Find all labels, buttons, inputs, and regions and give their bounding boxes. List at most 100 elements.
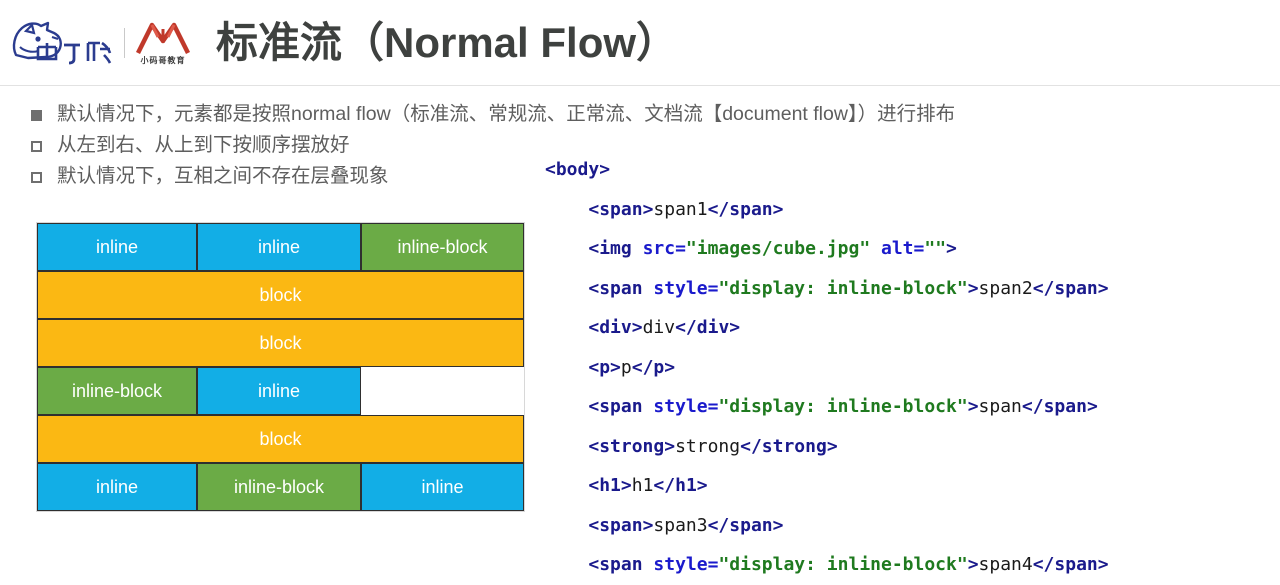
code-token-tag: span: [599, 396, 643, 417]
diagram-cell-inline-block: inline-block: [361, 223, 524, 271]
code-token-punct: >: [642, 514, 654, 536]
code-token-tag: h1: [675, 475, 697, 496]
bullet-list: 默认情况下，元素都是按照normal flow（标准流、常规流、正常流、文档流【…: [31, 99, 1261, 192]
code-token-punct: >: [599, 159, 611, 180]
code-token-punct: <: [588, 396, 600, 417]
code-token-txt: [643, 396, 654, 417]
code-token-tag: h1: [599, 475, 621, 496]
bullet-marker-glyph: [31, 110, 42, 121]
code-line: <span style="display: inline-block">span…: [545, 545, 1280, 585]
code-token-punct: <: [588, 475, 600, 496]
code-indent: [545, 554, 588, 575]
code-token-val: "display: inline-block": [718, 277, 968, 299]
code-line: <body>: [545, 150, 1280, 190]
code-token-punct: >: [642, 198, 654, 220]
bullet-marker-glyph: [31, 141, 42, 152]
code-token-tag: span: [599, 277, 643, 299]
diagram-cell-inline: inline: [37, 463, 197, 511]
code-token-txt: div: [642, 317, 676, 338]
code-token-punct: >: [946, 238, 957, 259]
code-line: <span style="display: inline-block">span…: [545, 269, 1280, 309]
code-token-punct: <: [588, 198, 600, 220]
code-token-txt: span2: [978, 277, 1033, 299]
code-token-txt: [643, 278, 654, 299]
code-token-punct: >: [631, 317, 643, 338]
code-token-txt: [870, 238, 881, 259]
brand-logo: 小码哥教育: [132, 19, 194, 66]
code-token-punct: <: [588, 238, 600, 259]
code-token-txt: strong: [675, 435, 741, 457]
code-line: <p>p</p>: [545, 348, 1280, 388]
code-token-punct: >: [696, 475, 708, 496]
code-token-attr: style=: [653, 277, 719, 299]
diagram-cell-block: block: [37, 271, 524, 319]
diagram-cell-inline-block: inline-block: [37, 367, 197, 415]
code-token-punct: <: [588, 514, 600, 536]
code-token-val: "": [924, 238, 947, 259]
code-token-punct: <: [545, 159, 556, 180]
diagram-cell-block: block: [37, 319, 524, 367]
hollow-square-bullet-icon: [31, 130, 57, 162]
code-token-punct: >: [967, 554, 979, 575]
code-token-punct: </: [653, 475, 676, 496]
logo-divider: [124, 27, 125, 58]
bullet-item: 默认情况下，互相之间不存在层叠现象: [31, 161, 1261, 192]
code-token-txt: [632, 238, 643, 259]
code-token-txt: span: [978, 396, 1022, 417]
code-token-punct: </: [1032, 554, 1055, 575]
code-token-tag: span: [599, 554, 643, 575]
diagram-cell-inline-block: inline-block: [197, 463, 361, 511]
code-token-tag: span: [1054, 277, 1098, 299]
code-token-tag: span: [599, 514, 643, 536]
code-token-punct: >: [664, 435, 676, 457]
code-token-punct: </: [707, 198, 730, 220]
code-token-punct: >: [826, 435, 838, 457]
code-token-tag: span: [1043, 396, 1087, 417]
code-token-tag: strong: [599, 435, 665, 457]
code-token-punct: </: [675, 317, 697, 338]
wolf-head-icon: [8, 17, 120, 69]
diagram-cell-inline: inline: [361, 463, 524, 511]
code-line: <div>div</div>: [545, 308, 1280, 348]
code-token-punct: <: [588, 317, 600, 338]
code-token-attr: src=: [642, 238, 686, 259]
code-line: <span>span1</span>: [545, 190, 1280, 230]
diagram-row: block: [37, 415, 524, 463]
code-token-tag: strong: [761, 435, 827, 457]
code-token-attr: style=: [653, 554, 719, 575]
code-indent: [545, 396, 588, 417]
code-token-tag: span: [729, 198, 773, 220]
code-line: <h1>h1</h1>: [545, 466, 1280, 506]
code-token-punct: >: [967, 396, 979, 417]
code-line: <img src="images/cube.jpg" alt="">: [545, 229, 1280, 269]
code-token-tag: p: [653, 356, 665, 378]
code-token-tag: img: [599, 238, 632, 259]
code-token-punct: >: [772, 198, 784, 220]
code-token-punct: >: [664, 356, 676, 378]
code-token-val: "display: inline-block": [718, 396, 968, 417]
code-indent: [545, 436, 588, 457]
mountain-m-icon: [135, 22, 191, 55]
code-token-punct: <: [588, 277, 600, 299]
code-token-punct: <: [588, 356, 600, 378]
code-token-txt: [643, 554, 654, 575]
code-indent: [545, 317, 588, 338]
code-token-attr: alt=: [881, 238, 925, 259]
code-token-txt: h1: [631, 475, 654, 496]
code-token-txt: p: [620, 356, 632, 378]
code-token-punct: <: [588, 435, 600, 457]
code-token-tag: span: [599, 198, 643, 220]
code-token-tag: body: [555, 159, 600, 180]
code-token-punct: >: [967, 277, 979, 299]
bullet-text: 从左到右、从上到下按顺序摆放好: [57, 134, 350, 156]
code-indent: [545, 199, 588, 220]
code-token-tag: span: [1054, 554, 1098, 575]
code-indent: [545, 357, 588, 378]
bullet-text: 默认情况下，元素都是按照normal flow（标准流、常规流、正常流、文档流【…: [57, 103, 956, 125]
bullet-item: 默认情况下，元素都是按照normal flow（标准流、常规流、正常流、文档流【…: [31, 99, 1261, 130]
code-token-punct: >: [1086, 396, 1098, 417]
code-token-val: "display: inline-block": [718, 554, 968, 575]
code-indent: [545, 475, 588, 496]
